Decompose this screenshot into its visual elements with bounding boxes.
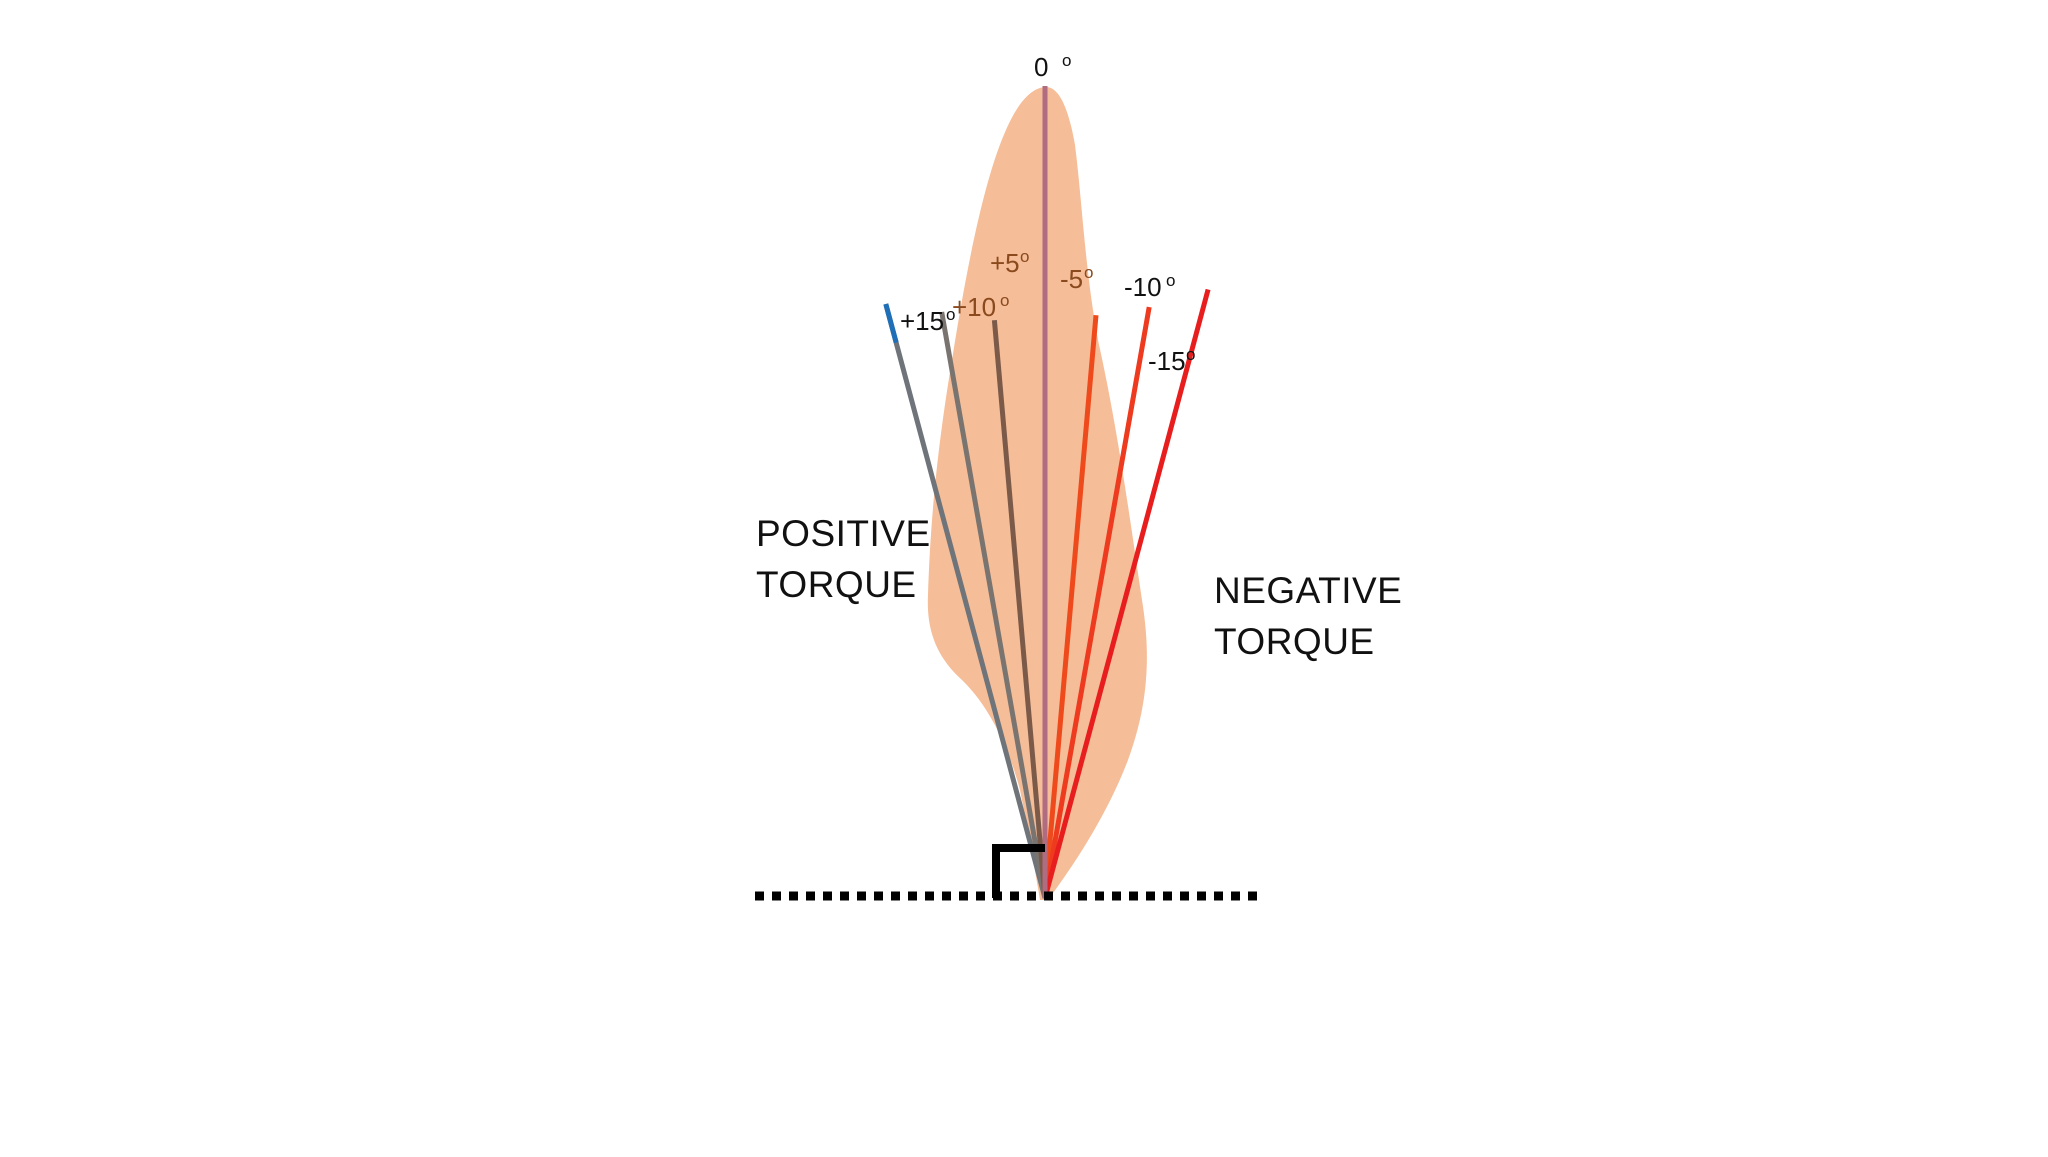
angle-label-minus10: -10: [1124, 272, 1162, 302]
angle-line-plus15: [883, 303, 1048, 899]
positive-torque-line-2: TORQUE: [756, 564, 917, 605]
angle-line-tip-plus15: [883, 303, 899, 344]
angle-label-plus15: +15: [900, 306, 944, 336]
angle-label-degree-plus5: o: [1020, 247, 1029, 266]
angle-label-degree-plus15: o: [946, 305, 955, 324]
angle-label-degree-minus15: o: [1186, 345, 1195, 364]
angle-line-minus15: [1042, 288, 1211, 899]
positive-torque-line-1: POSITIVE: [756, 513, 931, 554]
angle-label-degree-zero: o: [1062, 51, 1071, 70]
positive-torque-label: POSITIVE TORQUE: [756, 508, 931, 610]
angle-label-zero: 0: [1034, 52, 1048, 82]
angle-line-minus5: [1042, 314, 1099, 899]
angle-line-minus10: [1042, 306, 1152, 899]
angle-label-minus5: -5: [1060, 264, 1083, 294]
negative-torque-line-2: TORQUE: [1214, 621, 1375, 662]
angle-label-plus5: +5: [990, 248, 1020, 278]
angle-line-plus10: [939, 311, 1048, 899]
angle-label-degree-minus10: o: [1166, 271, 1175, 290]
angle-label-minus15: -15: [1148, 346, 1186, 376]
negative-torque-label: NEGATIVE TORQUE: [1214, 565, 1414, 667]
angle-lines-group: [883, 86, 1211, 899]
angle-label-degree-minus5: o: [1084, 263, 1093, 282]
right-angle-marker: [992, 844, 1045, 898]
angle-line-plus5: [991, 319, 1048, 899]
angle-label-degree-plus10: o: [1000, 291, 1009, 310]
angle-label-plus10: +10: [952, 292, 996, 322]
negative-torque-line-1: NEGATIVE: [1214, 570, 1403, 611]
tooth-shape: [927, 86, 1147, 900]
